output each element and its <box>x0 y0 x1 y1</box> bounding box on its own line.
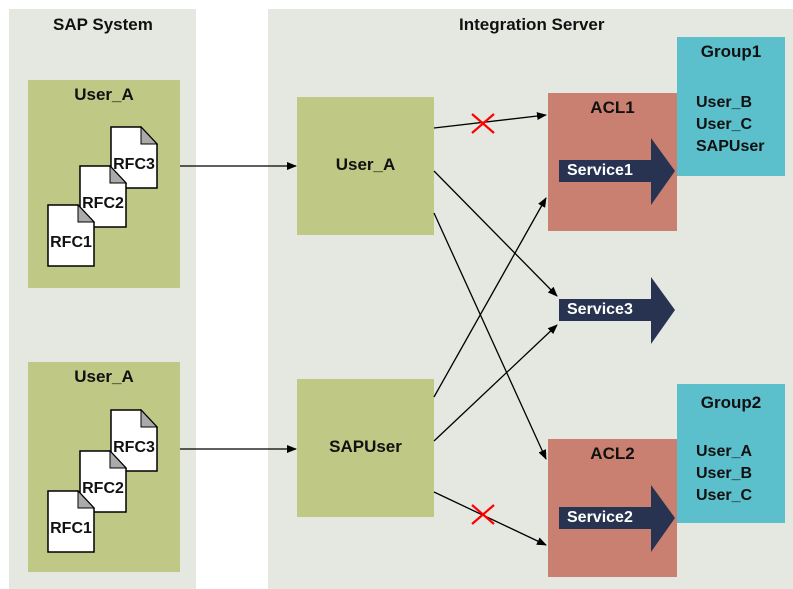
acl2-box: ACL2 Service2 <box>548 439 677 577</box>
is-sapuser-box: SAPUser <box>297 379 434 517</box>
rfc-label: RFC1 <box>50 520 92 537</box>
service1-arrow: Service1 <box>559 138 679 208</box>
group2-box: Group2 User_A User_B User_C <box>677 384 785 523</box>
rfc-document-icon: RFC1 <box>47 204 95 267</box>
is-user-a-label: User_A <box>335 155 396 174</box>
rfc-label: RFC1 <box>50 234 92 251</box>
rfc-document-icon: RFC3 <box>110 126 158 189</box>
sap-system-title: SAP System <box>53 15 153 34</box>
is-user-a-box: User_A <box>297 97 434 235</box>
rfc-document-icon: RFC1 <box>47 490 95 553</box>
sap-user-box-bottom: User_A RFC3 RFC2 RFC1 <box>28 362 180 572</box>
group1-title: Group1 <box>700 42 762 61</box>
rfc-label: RFC2 <box>82 480 124 497</box>
rfc-label: RFC3 <box>113 439 155 456</box>
group-member: User_A <box>696 443 753 460</box>
group2-title: Group2 <box>700 393 762 412</box>
rfc-document-icon: RFC3 <box>110 409 158 472</box>
service3-arrow: Service3 <box>559 277 679 347</box>
group-member: User_B <box>696 465 753 482</box>
rfc-label: RFC3 <box>113 156 155 173</box>
sap-user-box-top: User_A RFC3 RFC2 RFC1 <box>28 80 180 288</box>
rfc-document-icon: RFC2 <box>79 165 127 228</box>
group-member: SAPUser <box>696 138 765 155</box>
acl2-title: ACL2 <box>590 444 635 463</box>
sap-user-label: User_A <box>74 367 134 386</box>
service1-label: Service1 <box>567 162 633 179</box>
service3-label: Service3 <box>567 301 633 318</box>
is-sapuser-label: SAPUser <box>329 437 402 456</box>
rfc-label: RFC2 <box>82 195 124 212</box>
acl1-box: ACL1 Service1 <box>548 93 677 231</box>
group1-members: User_B User_C SAPUser <box>696 92 764 158</box>
integration-server-title: Integration Server <box>459 15 605 34</box>
group-member: User_B <box>696 94 753 111</box>
service2-arrow: Service2 <box>559 485 679 555</box>
group2-members: User_A User_B User_C <box>696 441 752 507</box>
group-member: User_C <box>696 116 753 133</box>
sap-user-label: User_A <box>74 85 134 104</box>
group1-box: Group1 User_B User_C SAPUser <box>677 37 785 176</box>
group-member: User_C <box>696 487 753 504</box>
acl1-title: ACL1 <box>590 98 635 117</box>
rfc-document-icon: RFC2 <box>79 450 127 513</box>
service2-label: Service2 <box>567 509 633 526</box>
